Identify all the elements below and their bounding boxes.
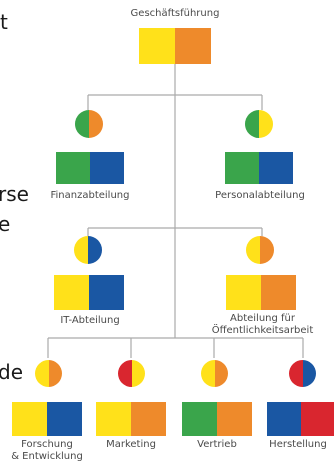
color-circle (245, 110, 273, 138)
color-square (217, 402, 252, 436)
node-label-line: Öffentlichkeitsarbeit (211, 325, 314, 336)
node-label-marketing: Marketing (106, 439, 156, 450)
color-circle (201, 360, 228, 387)
color-square (89, 275, 124, 310)
color-circle (75, 110, 103, 138)
node-label-line: Forschung (21, 439, 73, 450)
node-label-line: Abteilung für (230, 313, 295, 324)
color-square (131, 402, 166, 436)
background-text-fragment: de (0, 360, 23, 384)
color-circle (35, 360, 62, 387)
background-text-fragment: e (0, 212, 11, 236)
color-square (226, 275, 261, 310)
node-label-oeffentlichkeitsarbeit: Abteilung für Öffentlichkeitsarbeit (195, 313, 330, 337)
background-text-fragment: t (0, 10, 8, 34)
node-label-herstellung: Herstellung (269, 439, 327, 450)
color-square (56, 152, 90, 184)
color-square (96, 402, 131, 436)
color-square (301, 402, 334, 436)
color-circle (74, 236, 102, 264)
node-label-geschaeftsfuehrung: Geschäftsführung (130, 8, 220, 19)
color-square (12, 402, 47, 436)
color-circle (246, 236, 274, 264)
node-label-finanzabteilung: Finanzabteilung (50, 190, 130, 201)
color-square (90, 152, 124, 184)
node-label-line: & Entwicklung (11, 451, 83, 462)
node-label-forschung-entwicklung: Forschung & Entwicklung (2, 439, 92, 463)
color-square (47, 402, 82, 436)
color-circle (118, 360, 145, 387)
color-square (182, 402, 217, 436)
node-label-it-abteilung: IT-Abteilung (60, 315, 120, 326)
color-square (259, 152, 293, 184)
color-square (261, 275, 296, 310)
node-label-vertrieb: Vertrieb (197, 439, 237, 450)
color-circle (289, 360, 316, 387)
color-square (175, 28, 211, 64)
color-square (225, 152, 259, 184)
color-square (54, 275, 89, 310)
color-square (267, 402, 301, 436)
node-label-personalabteilung: Personalabteilung (215, 190, 305, 201)
background-text-fragment: rse (0, 182, 29, 206)
color-square (139, 28, 175, 64)
